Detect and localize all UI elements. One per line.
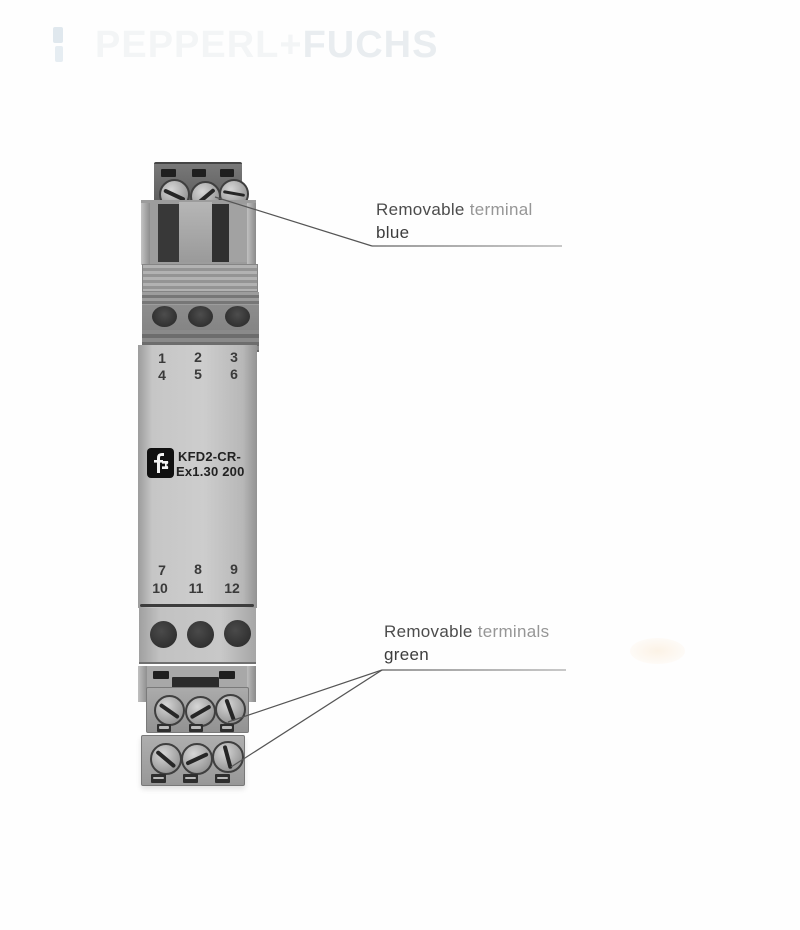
- socket-section: [139, 608, 256, 664]
- round-socket: [224, 620, 251, 647]
- terminal-screw-icon: [212, 741, 244, 773]
- module-body: 1 2 3 4 5 6 KFD2-CR- Ex1.30 200 7 8 9 10…: [138, 345, 257, 608]
- terminal-number: 12: [224, 580, 240, 596]
- terminal-number: 1: [158, 350, 166, 366]
- terminal-screw-icon: [154, 695, 185, 726]
- cover-opening: [225, 306, 250, 327]
- round-socket: [187, 621, 214, 648]
- round-socket: [150, 621, 177, 648]
- scan-artifact: [630, 638, 685, 664]
- terminal-screw-icon: [150, 743, 182, 775]
- corner-artifact: [55, 46, 63, 62]
- terminal-wire-slot: [183, 774, 198, 783]
- clip-slot: [153, 671, 169, 679]
- terminal-wire-slot: [189, 724, 203, 732]
- clip-slot: [219, 671, 235, 679]
- callout-bottom-line2: green: [384, 645, 429, 664]
- terminal-number: 10: [152, 580, 168, 596]
- terminal-number: 5: [194, 366, 202, 382]
- callout-top-word1: Removable: [376, 200, 465, 219]
- pepperl-fuchs-logo-icon: [147, 448, 174, 478]
- housing-top-section: [141, 200, 256, 265]
- callout-bottom-word2: terminals: [477, 622, 550, 641]
- model-line2: Ex1.30 200: [176, 464, 245, 479]
- cover-opening: [188, 306, 213, 327]
- callout-bottom-label: Removable terminals: [384, 622, 549, 642]
- callout-top-line2: blue: [376, 223, 410, 242]
- terminal-number: 7: [158, 562, 166, 578]
- housing-slot: [158, 204, 179, 262]
- corner-artifact: [53, 27, 63, 43]
- callout-bottom-underline: [382, 669, 566, 671]
- housing-right-wing: [247, 203, 256, 265]
- terminal-number: 2: [194, 349, 202, 365]
- housing-slot: [212, 204, 229, 262]
- terminal-wire-slot: [220, 724, 234, 732]
- model-label-block: KFD2-CR- Ex1.30 200: [147, 448, 251, 482]
- terminal-number: 9: [230, 561, 238, 577]
- bottom-terminal-block-green-lower: [141, 735, 245, 786]
- brand-watermark-part1: PEPPERL+: [95, 24, 303, 66]
- callout-top-underline: [372, 245, 562, 247]
- callout-top-label: Removable terminal: [376, 200, 533, 220]
- housing-center-pillar: [179, 202, 212, 262]
- terminal-wire-slot: [151, 774, 166, 783]
- terminal-clip-slot: [192, 169, 206, 177]
- terminal-clip-slot: [220, 169, 234, 177]
- body-separator-line: [140, 604, 254, 607]
- terminal-screw-icon: [185, 696, 216, 727]
- terminal-number: 3: [230, 349, 238, 365]
- brand-watermark: PEPPERL+FUCHS: [95, 24, 438, 67]
- terminal-screw-icon: [215, 694, 246, 725]
- terminal-clip-slot: [161, 169, 176, 177]
- housing-left-wing: [141, 203, 150, 265]
- cover-rib-band-top: [142, 292, 259, 305]
- terminal-number: 6: [230, 366, 238, 382]
- callout-bottom-word1: Removable: [384, 622, 473, 641]
- terminal-wire-slot: [157, 724, 171, 732]
- model-line1: KFD2-CR-: [178, 449, 241, 464]
- housing-right-pillar: [229, 204, 247, 262]
- terminal-wire-slot: [215, 774, 230, 783]
- label-holder-ribbed: [142, 264, 258, 292]
- brand-watermark-part2: FUCHS: [302, 24, 439, 66]
- terminal-cover: [142, 292, 259, 352]
- terminal-number: 4: [158, 367, 166, 383]
- bottom-terminal-block-green-upper: [146, 687, 249, 733]
- terminal-number: 8: [194, 561, 202, 577]
- side-wing: [138, 666, 147, 702]
- center-recess: [172, 677, 219, 688]
- terminal-screw-icon: [181, 743, 213, 775]
- terminal-number: 11: [188, 580, 204, 596]
- cover-opening: [152, 306, 177, 327]
- callout-top-word2: terminal: [469, 200, 533, 219]
